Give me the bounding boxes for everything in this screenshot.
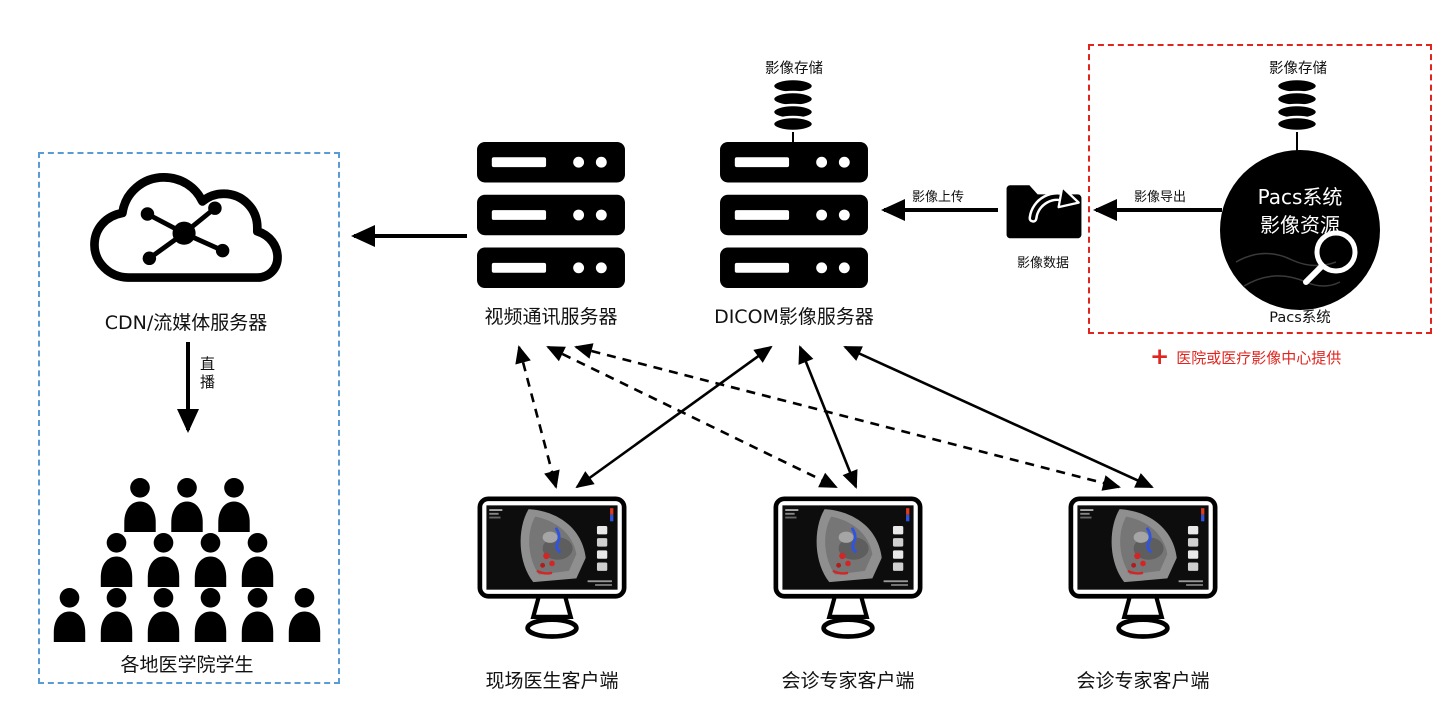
plus-icon: + <box>1150 344 1170 370</box>
hospital-pacs-group-box <box>1088 44 1432 334</box>
dicom-storage-icon <box>771 78 815 132</box>
person-icon <box>124 477 156 532</box>
person-icon <box>288 587 321 642</box>
person-icon <box>241 587 274 642</box>
students-crowd-icon <box>53 477 321 642</box>
client1-label: 现场医生客户端 <box>485 670 619 692</box>
pacs-storage-icon <box>1275 78 1319 132</box>
link-dicom-client1 <box>575 345 773 489</box>
image-data-folder-icon <box>1007 185 1082 238</box>
link-video-client2 <box>546 345 838 489</box>
person-icon <box>171 477 203 532</box>
provider-note-text: 医院或医疗影像中心提供 <box>1176 349 1342 367</box>
client-links <box>515 343 1154 491</box>
dicom-server-label: DICOM影像服务器 <box>714 306 874 328</box>
pacs-storage-label: 影像存储 <box>1269 61 1327 77</box>
pacs-caption: Pacs系统 <box>1269 310 1331 326</box>
person-icon <box>100 532 133 587</box>
link-video-client1 <box>515 345 560 489</box>
pacs-circle-line1: Pacs系统 <box>1257 185 1343 209</box>
magnifier-icon <box>1303 230 1358 285</box>
client3-label: 会诊专家客户端 <box>1076 670 1210 692</box>
person-icon <box>194 587 227 642</box>
client1-monitor-icon <box>480 499 624 637</box>
pacs-system-icon <box>1220 150 1380 310</box>
dicom-storage-label: 影像存储 <box>765 61 823 77</box>
video-server-label: 视频通讯服务器 <box>484 306 618 328</box>
person-icon <box>147 532 180 587</box>
folder-label: 影像数据 <box>1016 256 1070 271</box>
video-server-icon <box>477 142 625 288</box>
client2-monitor-icon <box>776 499 920 637</box>
edge-label-upload: 影像上传 <box>911 190 965 205</box>
students-label: 各地医学院学生 <box>120 654 254 676</box>
cdn-students-group-box <box>38 152 340 684</box>
dicom-server-icon <box>720 142 868 288</box>
person-icon <box>218 477 250 532</box>
edge-label-live: 直播 <box>198 356 216 392</box>
cdn-label: CDN/流媒体服务器 <box>104 312 268 334</box>
person-icon <box>194 532 227 587</box>
cdn-cloud-icon <box>94 177 277 277</box>
person-icon <box>147 587 180 642</box>
person-icon <box>53 587 86 642</box>
person-icon <box>100 587 133 642</box>
provider-note: + 医院或医疗影像中心提供 <box>1150 346 1341 369</box>
edge-label-export: 影像导出 <box>1133 190 1187 205</box>
client3-monitor-icon <box>1071 499 1215 637</box>
person-icon <box>241 532 274 587</box>
client2-label: 会诊专家客户端 <box>781 670 915 692</box>
pacs-circle-line2: 影像资源 <box>1260 213 1340 237</box>
link-dicom-client3 <box>843 345 1154 489</box>
